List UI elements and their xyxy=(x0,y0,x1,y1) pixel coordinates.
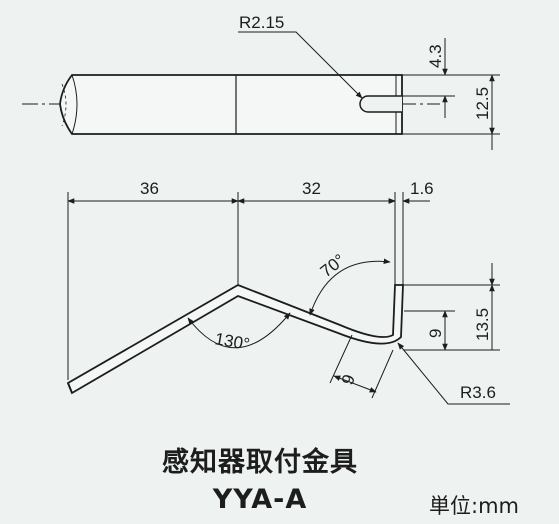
label-36: 36 xyxy=(140,179,159,198)
dim-9-tab xyxy=(333,375,377,393)
label-4-3: 4.3 xyxy=(426,44,445,68)
unit-label: 単位:mm xyxy=(429,494,519,518)
slot xyxy=(359,95,402,113)
bar-end-hidden xyxy=(61,83,67,127)
model-number: YYA-A xyxy=(212,484,308,515)
label-12-5: 12.5 xyxy=(473,87,492,120)
label-9-vertical: 9 xyxy=(426,329,445,338)
angle-130-arc xyxy=(187,312,291,349)
label-r3-6: R3.6 xyxy=(460,383,496,402)
radius-leader xyxy=(238,31,363,99)
bracket-profile xyxy=(66,284,404,395)
label-13-5: 13.5 xyxy=(473,308,492,341)
label-1-6: 1.6 xyxy=(410,179,434,198)
label-32: 32 xyxy=(302,179,321,198)
bar-outline xyxy=(59,74,403,135)
top-view xyxy=(22,31,500,150)
side-view xyxy=(66,192,510,405)
label-9-tab: 9 xyxy=(338,372,359,387)
angle-70-arc xyxy=(309,258,391,316)
bend-radius-leader xyxy=(397,342,510,405)
part-title: 感知器取付金具 xyxy=(162,447,358,478)
bar-end-curve xyxy=(71,74,78,135)
label-angle-130: 130° xyxy=(213,329,251,354)
label-angle-70: 70° xyxy=(317,250,349,281)
label-r2-15: R2.15 xyxy=(239,13,284,32)
